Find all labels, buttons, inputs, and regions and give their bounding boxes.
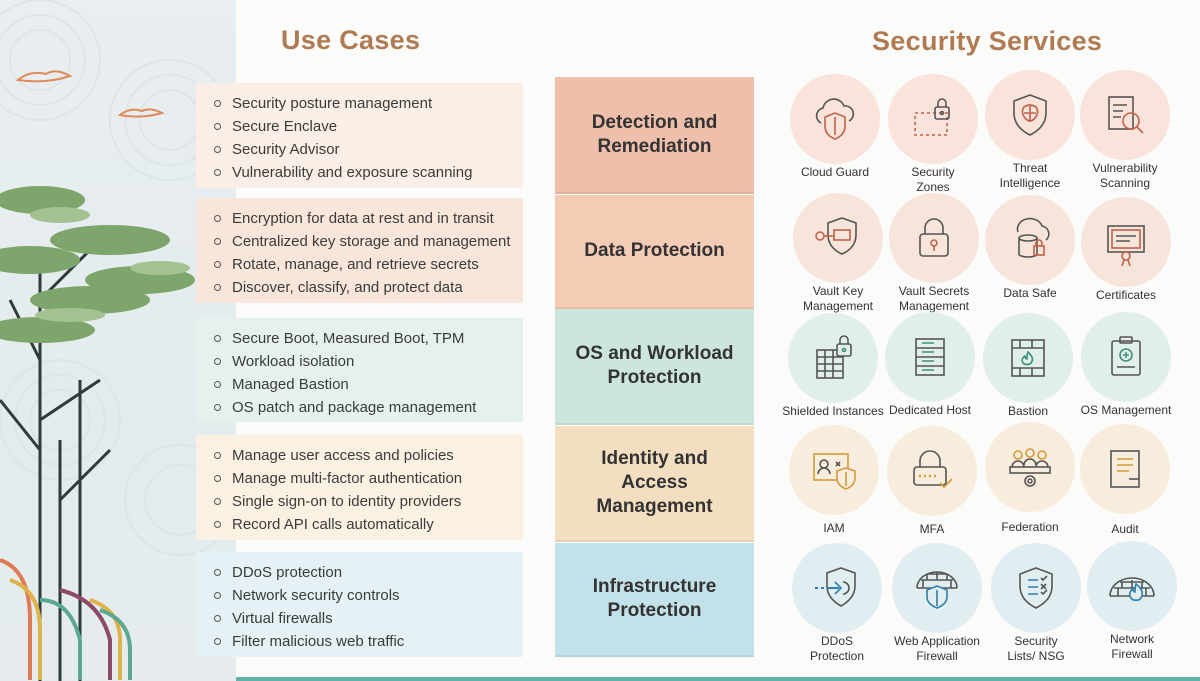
service-label: Dedicated Host [888, 403, 972, 417]
service-dedicated-host: Dedicated Host [882, 312, 978, 418]
service-label: Bastion [1007, 404, 1049, 418]
service-data-safe: Data Safe [982, 195, 1078, 301]
use-cases-data-protection: Encryption for data at rest and in trans… [196, 198, 523, 303]
wall-fire-icon [1087, 541, 1177, 631]
service-label: Vulnerability Scanning [1092, 161, 1158, 190]
list-item: Managed Bastion [212, 373, 523, 396]
service-threat-intelligence: Threat Intelligence [982, 70, 1078, 191]
service-label: MFA [919, 522, 945, 536]
category-label: OS and Workload Protection [575, 343, 734, 388]
service-web-application-firewall: Web Application Firewall [889, 543, 985, 664]
category-infrastructure: Infrastructure Protection [555, 543, 754, 657]
lock-zone-icon [888, 74, 978, 164]
use-cases-detection: Security posture management Secure Encla… [196, 83, 523, 188]
list-item: Network security controls [212, 584, 523, 607]
service-mfa: MFA [884, 426, 980, 537]
wall-shield-icon [892, 543, 982, 633]
brain-shield-icon [985, 70, 1075, 160]
service-vulnerability-scanning: Vulnerability Scanning [1077, 70, 1173, 191]
service-label: Audit [1111, 522, 1139, 536]
service-label: Shielded Instances [782, 404, 884, 418]
service-cloud-guard: Cloud Guard [787, 74, 883, 180]
service-network-firewall: Network Firewall [1084, 541, 1180, 662]
list-item: OS patch and package management [212, 396, 523, 419]
category-label: Detection and Remediation [591, 111, 718, 157]
category-label: Identity and Access Management [596, 448, 713, 517]
service-label: IAM [823, 521, 845, 535]
list-item: Virtual firewalls [212, 607, 523, 630]
server-lock-icon [788, 313, 878, 403]
service-label: Security Zones [911, 165, 955, 194]
list-item: DDoS protection [212, 561, 523, 584]
server-rack-icon [885, 312, 975, 402]
list-item: Centralized key storage and management [212, 230, 523, 253]
service-label: Vault Secrets Management [898, 284, 970, 313]
security-services-heading: Security Services [872, 26, 1103, 56]
list-item: Discover, classify, and protect data [212, 276, 523, 299]
cloud-shield-icon [790, 74, 880, 164]
category-label: Infrastructure Protection [592, 576, 717, 621]
certificate-icon [1081, 197, 1171, 287]
service-federation: Federation [982, 422, 1078, 535]
category-detection-remediation: Detection and Remediation [555, 77, 754, 194]
bottom-accent-bar [236, 677, 1200, 681]
list-item: Record API calls automatically [212, 513, 523, 536]
service-vault-secrets-management: Vault Secrets Management [886, 193, 982, 314]
service-ddos-protection: DDoS Protection [789, 543, 885, 664]
service-audit: Audit [1077, 424, 1173, 537]
firewall-server-icon [983, 313, 1073, 403]
list-item: Vulnerability and exposure scanning [212, 161, 523, 184]
shield-checklist-icon [991, 543, 1081, 633]
document-list-icon [1080, 424, 1170, 514]
service-label: Threat Intelligence [999, 161, 1061, 190]
service-label: Security Lists/ NSG [1007, 634, 1065, 663]
list-item: Single sign-on to identity providers [212, 490, 523, 513]
service-bastion: Bastion [980, 313, 1076, 419]
service-label: Federation [1001, 520, 1059, 534]
use-cases-os-workload: Secure Boot, Measured Boot, TPM Workload… [196, 318, 523, 422]
use-cases-identity: Manage user access and policies Manage m… [196, 435, 523, 540]
id-card-shield-icon [789, 425, 879, 515]
service-shielded-instances: Shielded Instances [782, 313, 884, 419]
service-vault-key-management: Vault Key Management [790, 193, 886, 314]
category-data-protection: Data Protection [555, 195, 754, 309]
list-item: Secure Enclave [212, 115, 523, 138]
service-label: Data Safe [1003, 286, 1057, 300]
database-lock-icon [985, 195, 1075, 285]
list-item: Secure Boot, Measured Boot, TPM [212, 327, 523, 350]
tree-art-icon [0, 0, 236, 681]
service-label: Certificates [1095, 288, 1157, 302]
list-item: Security posture management [212, 92, 523, 115]
use-cases-heading: Use Cases [281, 25, 421, 55]
list-item: Filter malicious web traffic [212, 630, 523, 653]
service-iam: IAM [786, 425, 882, 536]
category-label: Data Protection [584, 240, 725, 261]
padlock-icon [889, 193, 979, 283]
category-identity-access: Identity and Access Management [555, 426, 754, 542]
clipboard-plus-icon [1081, 312, 1171, 402]
document-magnifier-icon [1080, 70, 1170, 160]
service-label: Cloud Guard [800, 165, 870, 179]
shield-arrow-icon [792, 543, 882, 633]
service-label: Network Firewall [1109, 632, 1154, 661]
list-item: Manage multi-factor authentication [212, 467, 523, 490]
category-os-workload: OS and Workload Protection [555, 309, 754, 425]
service-os-management: OS Management [1078, 312, 1174, 418]
service-label: DDoS Protection [809, 634, 865, 663]
use-cases-infrastructure: DDoS protection Network security control… [196, 552, 523, 657]
service-security-lists-nsg: Security Lists/ NSG [988, 543, 1084, 664]
people-gear-icon [985, 422, 1075, 512]
service-label: Vault Key Management [802, 284, 874, 313]
service-certificates: Certificates [1078, 197, 1174, 303]
list-item: Workload isolation [212, 350, 523, 373]
key-shield-icon [793, 193, 883, 283]
list-item: Rotate, manage, and retrieve secrets [212, 253, 523, 276]
service-label: Web Application Firewall [894, 634, 980, 663]
list-item: Security Advisor [212, 138, 523, 161]
service-label: OS Management [1080, 403, 1172, 417]
list-item: Encryption for data at rest and in trans… [212, 207, 523, 230]
service-security-zones: Security Zones [885, 74, 981, 195]
password-lock-icon [887, 426, 977, 516]
list-item: Manage user access and policies [212, 444, 523, 467]
